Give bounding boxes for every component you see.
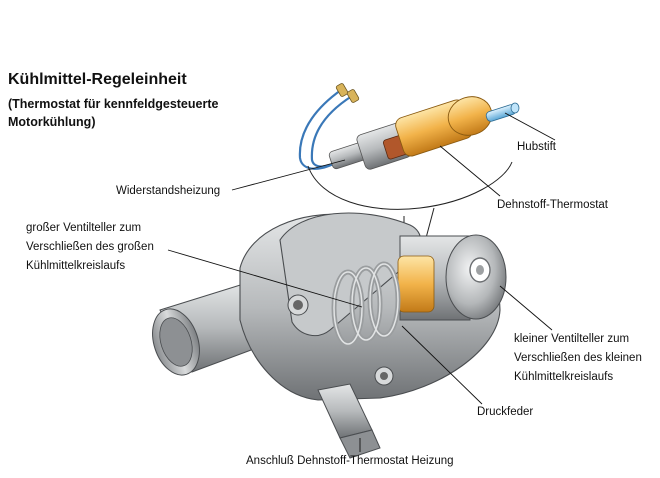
label-grosser-ventilteller-line-2: Verschließen des großen	[26, 241, 154, 253]
label-druckfeder: Druckfeder	[477, 406, 534, 418]
diagram-title: Kühlmittel-Regeleinheit	[8, 71, 187, 88]
housing	[152, 212, 507, 459]
label-grosser-ventilteller: großer Ventilteller zum Verschließen des…	[26, 219, 154, 276]
label-grosser-ventilteller-line-3: Kühlmittelkreislaufs	[26, 260, 126, 272]
diagram-subtitle: (Thermostat für kennfeldgesteuerte Motor…	[8, 95, 218, 131]
label-kleiner-ventilteller-line-2: Verschließen des kleinen	[514, 352, 642, 364]
subtitle-line-1: (Thermostat für kennfeldgesteuerte	[8, 97, 219, 111]
subtitle-line-2: Motorkühlung)	[8, 115, 96, 129]
label-dehnstoff-thermostat: Dehnstoff-Thermostat	[497, 199, 609, 211]
label-hubstift: Hubstift	[517, 141, 556, 153]
label-kleiner-ventilteller-line-3: Kühlmittelkreislaufs	[514, 371, 614, 383]
label-widerstandsheizung: Widerstandsheizung	[116, 185, 221, 197]
wires	[298, 83, 360, 170]
label-anschluss: Anschluß Dehnstoff-Thermostat Heizung	[246, 455, 454, 467]
label-grosser-ventilteller-line-1: großer Ventilteller zum	[26, 222, 142, 234]
label-kleiner-ventilteller-line-1: kleiner Ventilteller zum	[514, 333, 630, 345]
leader-lines	[167, 112, 556, 452]
label-kleiner-ventilteller: kleiner Ventilteller zum Verschließen de…	[514, 330, 642, 387]
wax-thermostat-body	[395, 96, 520, 157]
